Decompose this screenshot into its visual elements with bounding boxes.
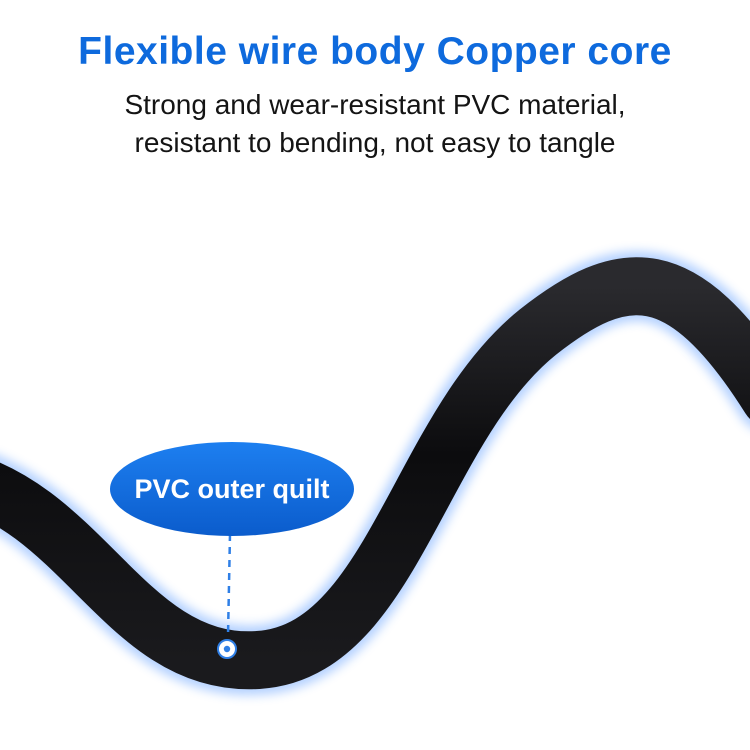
- subtitle-line-1: Strong and wear-resistant PVC material,: [124, 89, 626, 120]
- header-text-block: Flexible wire body Copper core Strong an…: [0, 30, 750, 162]
- cable-body: [0, 257, 750, 690]
- subtitle: Strong and wear-resistant PVC material, …: [0, 86, 750, 162]
- dashed-pointer-line: [226, 533, 232, 637]
- target-dot-icon: [217, 639, 237, 659]
- callout-ellipse: [110, 442, 354, 536]
- page-title: Flexible wire body Copper core: [78, 30, 672, 73]
- subtitle-line-2: resistant to bending, not easy to tangle: [134, 126, 616, 158]
- callout-label: PVC outer quilt: [134, 473, 330, 504]
